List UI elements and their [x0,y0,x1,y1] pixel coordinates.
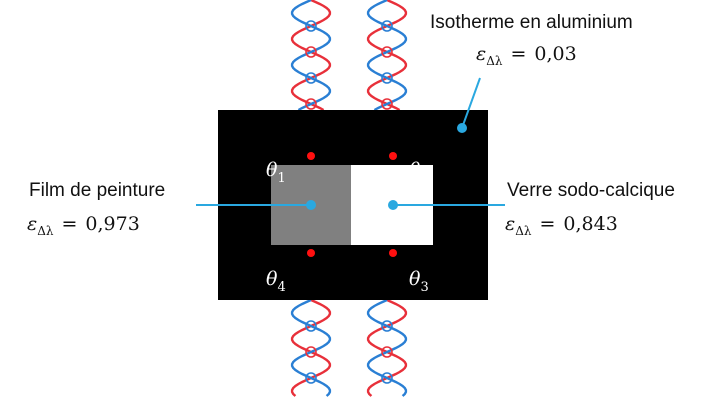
theta-2-label: θ2 [409,159,429,186]
wire-pair-bottom-left-blue [290,298,332,397]
paint-marker-dot [306,200,316,210]
wire-pair-top-right-twist-loop [381,46,393,58]
wire-pair-bottom-left-twist-loop [305,320,317,332]
wire-pair-top-right-twist-loop [381,72,393,84]
wire-pair-top-left-twist-loop [305,72,317,84]
wire-pair-top-left-twist-loop [305,46,317,58]
paint-film-title: Film de peinture [29,180,165,201]
glass-marker-dot [388,200,398,210]
theta-4-label: θ4 [266,268,286,295]
wire-pair-bottom-left-red [290,298,332,397]
wire-pair-bottom-left-twist-loop [305,346,317,358]
isotherm-title: Isotherme en aluminium [430,12,633,33]
thermocouple-point-4 [307,249,315,257]
wire-pair-top-right-twist-loop [381,20,393,32]
thermocouple-point-2 [389,152,397,160]
theta-1-label: θ1 [266,159,286,186]
wire-pair-bottom-right-red [366,298,408,397]
wire-pair-bottom-right-blue [366,298,408,397]
theta-3-label: θ3 [409,268,429,295]
thermocouple-point-1 [307,152,315,160]
wire-pair-bottom-left-twist-loop [305,372,317,384]
isotherm-emissivity: εΔλ=0,03 [476,43,577,68]
wire-pair-top-left-twist-loop [305,98,317,110]
wire-pair-bottom-right-twist-loop [381,320,393,332]
wire-pair-top-left-twist-loop [305,20,317,32]
wire-pair-top-left-red [290,0,332,112]
wire-pair-top-right-twist-loop [381,98,393,110]
wire-pair-top-right-blue [366,0,408,112]
wire-pair-top-left-blue [290,0,332,112]
isotherm-leader-line [461,77,481,129]
isotherm-marker-dot [457,123,467,133]
paint-film-emissivity: εΔλ=0,973 [27,213,140,238]
glass-title: Verre sodo-calcique [507,180,675,201]
thermocouple-wires [290,0,408,397]
wire-pair-top-right-red [366,0,408,112]
glass-emissivity: εΔλ=0,843 [505,213,618,238]
wire-pair-bottom-right-twist-loop [381,346,393,358]
thermocouple-point-3 [389,249,397,257]
wire-pair-bottom-right-twist-loop [381,372,393,384]
